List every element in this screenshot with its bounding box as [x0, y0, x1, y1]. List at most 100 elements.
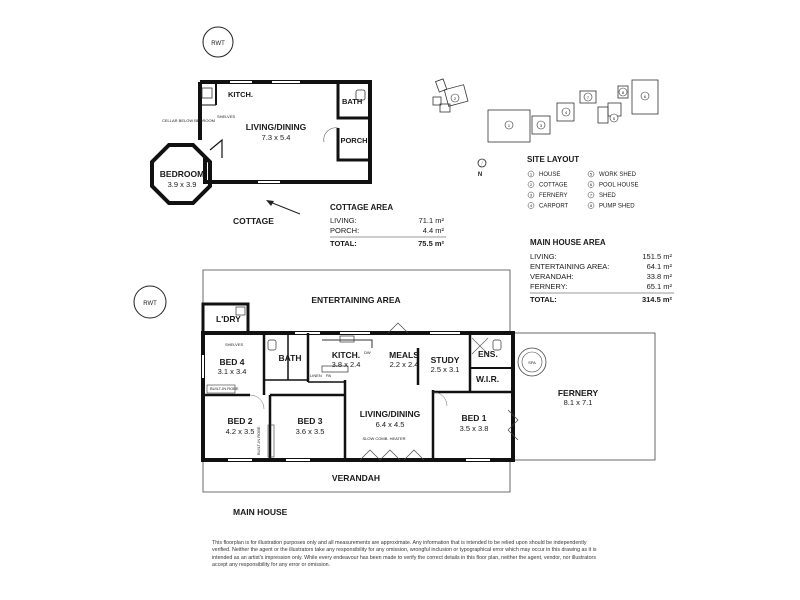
north-label: N: [478, 172, 482, 178]
spa-inner: [521, 351, 543, 373]
octagon-bedroom-wall: [150, 143, 212, 205]
main-area-heading: MAIN HOUSE AREA: [530, 238, 606, 247]
bed2-label: BED 2: [227, 416, 252, 426]
main-area-row-0-value: 151.5 m²: [642, 252, 672, 261]
door-swing: [432, 391, 448, 407]
main-area-row-0-label: LIVING:: [530, 252, 557, 261]
sink: [339, 335, 355, 343]
site-layout-map: [432, 78, 659, 143]
sink: [201, 87, 213, 99]
site-legend: 1 HOUSE 2 COTTAGE 3 FERNERY 4 CARPORT 5 …: [527, 170, 638, 210]
door-swing: [323, 127, 339, 143]
main-area-row-3-label: FERNERY:: [530, 282, 567, 291]
cottage-bath-label: BATH: [342, 97, 362, 106]
compass-icon: [477, 158, 487, 168]
pa-label: PA: [326, 373, 331, 378]
site-marker-label: 4: [565, 110, 568, 115]
robe-label: BUILT-IN ROBE: [210, 386, 239, 391]
entertaining-outline: [202, 269, 511, 333]
legend-num: 2: [530, 182, 533, 187]
site-marker-label: 6: [644, 94, 647, 99]
legend-marker: [527, 191, 535, 199]
legend-num: 6: [590, 182, 593, 187]
shower: [471, 337, 489, 355]
main-area-total-value: 314.5 m²: [642, 295, 673, 304]
shelves-label: SHELVES: [225, 342, 243, 347]
legend-label: SHED: [599, 193, 616, 199]
legend-num: 1: [530, 172, 533, 177]
site-building: [556, 102, 575, 122]
bed4-label: BED 4: [219, 357, 244, 367]
site-marker: [618, 87, 628, 97]
french-doors: [403, 449, 425, 461]
built-in-robe: [206, 384, 236, 394]
meals-dim: 2.2 x 2.4: [390, 360, 419, 369]
site-marker-label: 2: [454, 96, 457, 101]
cottage-area-row-1-label: PORCH:: [330, 226, 359, 235]
arrow-head: [266, 200, 274, 206]
rwt-house-label: RWT: [143, 301, 157, 307]
french-doors: [359, 449, 401, 461]
wir-label: W.I.R.: [476, 374, 499, 384]
fernery-dim: 8.1 x 7.1: [564, 398, 593, 407]
study-dim: 2.5 x 3.1: [431, 365, 460, 374]
bed1-dim: 3.5 x 3.8: [460, 424, 489, 433]
verandah-label: VERANDAH: [332, 473, 380, 483]
site-building: [531, 115, 551, 135]
cottage-area-total-value: 75.5 m²: [418, 239, 444, 248]
rwt-tank-cottage: [202, 26, 234, 58]
legend-marker: [587, 202, 595, 209]
bed3-dim: 3.6 x 3.5: [296, 427, 325, 436]
legend-marker: [527, 202, 535, 209]
porch-wall: [336, 128, 370, 162]
cottage-bedroom-label: BEDROOM: [160, 169, 204, 179]
cottage-arrow: [269, 201, 301, 215]
living-label: LIVING/DINING: [360, 409, 421, 419]
bed2-dim: 4.2 x 3.5: [226, 427, 255, 436]
site-marker: [450, 93, 460, 103]
cottage-area-total-label: TOTAL:: [330, 239, 357, 248]
main-area-row-1-value: 64.1 m²: [647, 262, 673, 271]
site-building: [631, 79, 659, 115]
legend-num: 3: [530, 193, 533, 198]
cottage-area-row-0-value: 71.1 m²: [419, 216, 445, 225]
legend-marker: [527, 181, 535, 188]
legend-label: HOUSE: [539, 172, 560, 178]
kitchen-label: KITCH.: [332, 350, 360, 360]
meals-label: MEALS: [389, 350, 419, 360]
cottage-bedroom-dim: 3.9 x 3.9: [168, 180, 197, 189]
study-label: STUDY: [431, 355, 460, 365]
cottage-living-dim: 7.3 x 5.4: [262, 133, 291, 142]
robe2-label: BUILT-IN ROBE: [256, 426, 261, 455]
legend-num: 7: [590, 193, 593, 198]
site-building: [579, 90, 597, 104]
legend-label: COTTAGE: [539, 183, 568, 189]
stair: [209, 138, 223, 158]
verandah-outline: [202, 460, 511, 493]
site-building: [435, 78, 448, 93]
site-marker: [640, 91, 650, 101]
built-in-robe: [267, 424, 275, 458]
legend-label: POOL HOUSE: [599, 183, 638, 189]
spa-outer: [517, 347, 547, 377]
legend-num: 5: [590, 172, 593, 177]
bath-label: BATH: [279, 353, 302, 363]
bath-wall: [336, 82, 370, 120]
spa-label: SPA: [528, 360, 536, 365]
site-marker-label: 3: [540, 123, 543, 128]
cottage-kitch-label: KITCH.: [228, 90, 253, 99]
living-dim: 6.4 x 4.5: [376, 420, 405, 429]
site-marker: [504, 120, 514, 130]
legend-marker: [527, 170, 535, 178]
fernery-doors: [507, 409, 519, 441]
main-house-plan: [201, 269, 656, 493]
cottage-living-label: LIVING/DINING: [246, 122, 307, 132]
site-marker-label: 1: [508, 123, 511, 128]
legend-num: 4: [530, 203, 533, 208]
kitchen-bench: [322, 339, 373, 348]
legend-label: WORK SHED: [599, 172, 637, 178]
rear-door: [387, 322, 409, 334]
cellar-label: CELLAR BELOW BEDROOM: [162, 118, 215, 123]
linen-label: LINEN: [310, 373, 322, 378]
legend-marker: [587, 181, 595, 188]
